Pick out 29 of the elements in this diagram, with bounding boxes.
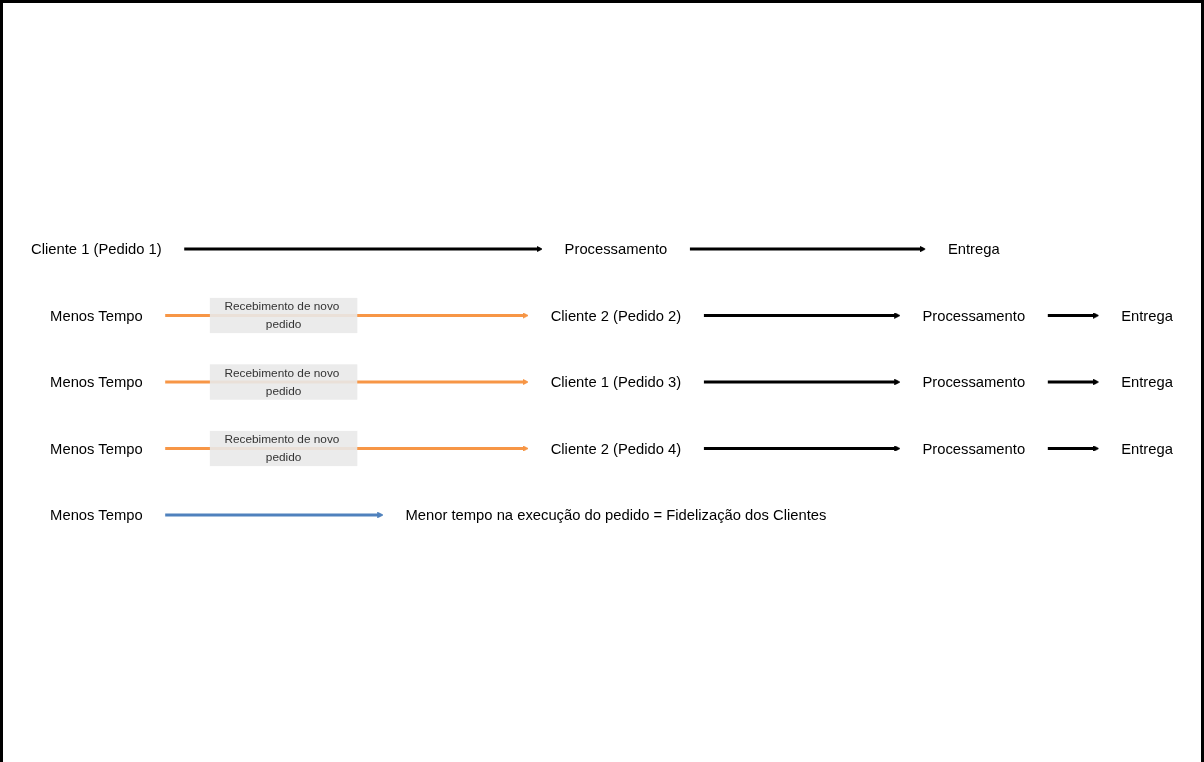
node-text: Entrega	[1121, 440, 1173, 458]
node-text: Cliente 2 (Pedido 2)	[550, 307, 682, 325]
node-text: Processamento	[922, 374, 1026, 391]
arrow	[689, 246, 927, 253]
arrow	[703, 445, 901, 453]
arrow	[1047, 445, 1100, 453]
node-text: Menos Tempo	[50, 307, 143, 325]
arrow	[1047, 379, 1100, 386]
arrow	[703, 312, 901, 320]
node-text: Entrega	[947, 241, 1000, 258]
arrow	[1047, 312, 1100, 320]
edge-label: Recebimento de novo pedido	[224, 433, 340, 464]
node-text: Menos Tempo	[50, 440, 143, 458]
node-text: Menos Tempo	[50, 507, 143, 524]
node-text: Cliente 1 (Pedido 1)	[31, 241, 162, 258]
arrow	[164, 512, 384, 519]
arrow	[183, 246, 543, 253]
arrow	[703, 379, 901, 386]
edge-label: Recebimento de novo pedido	[224, 366, 340, 398]
node-text: Processamento	[922, 307, 1026, 325]
node-text: Cliente 2 (Pedido 4)	[550, 440, 682, 458]
node-text: Cliente 1 (Pedido 3)	[550, 374, 682, 391]
node-text: Entrega	[1121, 374, 1173, 391]
node-text: Entrega	[1121, 307, 1173, 325]
node-text: Processamento	[564, 241, 668, 258]
node-text: Menos Tempo	[50, 374, 143, 391]
node-text: Menor tempo na execução do pedido = Fidelização dos Clientes	[405, 507, 827, 524]
node-text: Processamento	[922, 440, 1026, 458]
edge-label: Recebimento de novo pedido	[224, 300, 340, 331]
